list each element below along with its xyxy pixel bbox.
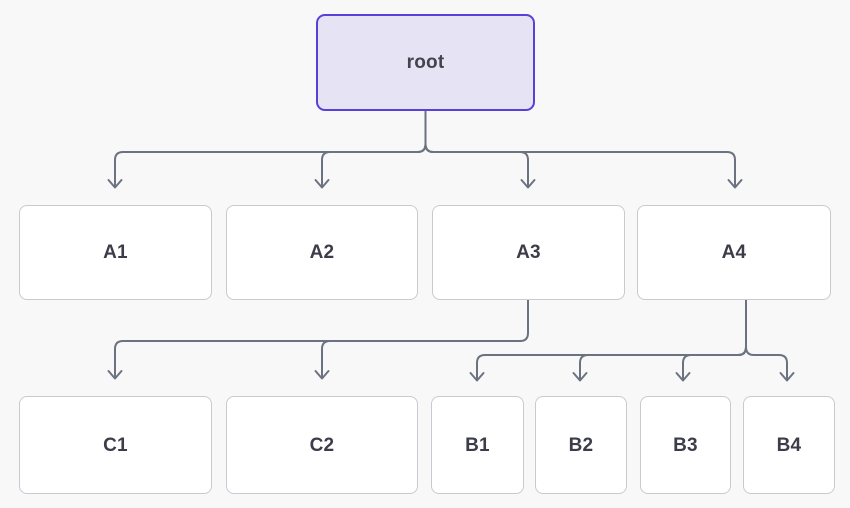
- node-b3[interactable]: B3: [640, 396, 731, 494]
- edge-a4-b1: [476, 346, 747, 380]
- edge-a3-c2: [321, 340, 521, 378]
- node-b2-label: B2: [568, 434, 594, 456]
- edge-root-a3: [424, 143, 529, 187]
- node-c2[interactable]: C2: [226, 396, 418, 494]
- node-root-label: root: [406, 52, 445, 73]
- node-a1-label: A1: [103, 242, 128, 263]
- node-b1-label: B1: [465, 434, 490, 456]
- node-a4-label: A4: [721, 242, 747, 263]
- arrowhead-root-a4: [727, 179, 743, 189]
- edge-a4-b4: [745, 346, 788, 380]
- node-b3-label: B3: [673, 434, 698, 456]
- edge-root-a4: [424, 143, 736, 187]
- node-b4-label: B4: [776, 434, 802, 456]
- node-root[interactable]: root: [316, 14, 535, 111]
- node-a2[interactable]: A2: [226, 205, 418, 300]
- edge-root-a2: [321, 143, 427, 187]
- node-a2-label: A2: [309, 242, 335, 263]
- node-a3[interactable]: A3: [432, 205, 625, 300]
- arrowhead-a4-b3: [675, 372, 691, 382]
- arrowhead-root-a2: [314, 179, 330, 189]
- node-b1[interactable]: B1: [431, 396, 524, 494]
- node-c1[interactable]: C1: [19, 396, 212, 494]
- arrowhead-a3-c1: [107, 370, 123, 380]
- node-b4[interactable]: B4: [743, 396, 835, 494]
- arrowhead-a4-b1: [469, 372, 485, 382]
- node-b2[interactable]: B2: [535, 396, 627, 494]
- node-a1[interactable]: A1: [19, 205, 212, 300]
- arrowhead-a3-c2: [314, 370, 330, 380]
- node-a3-label: A3: [516, 242, 541, 263]
- edge-a4-b3: [682, 346, 747, 380]
- edge-root-a1: [114, 143, 427, 187]
- arrowhead-root-a1: [107, 179, 123, 189]
- arrowhead-a4-b2: [572, 372, 588, 382]
- edge-a3-c1: [114, 340, 521, 378]
- node-c1-label: C1: [103, 434, 128, 456]
- edge-a3-stem: [519, 299, 529, 342]
- node-c2-label: C2: [309, 434, 335, 456]
- node-a4[interactable]: A4: [637, 205, 831, 300]
- arrowhead-a4-b4: [779, 372, 795, 382]
- arrowhead-root-a3: [520, 179, 536, 189]
- edge-a4-b2: [579, 346, 747, 380]
